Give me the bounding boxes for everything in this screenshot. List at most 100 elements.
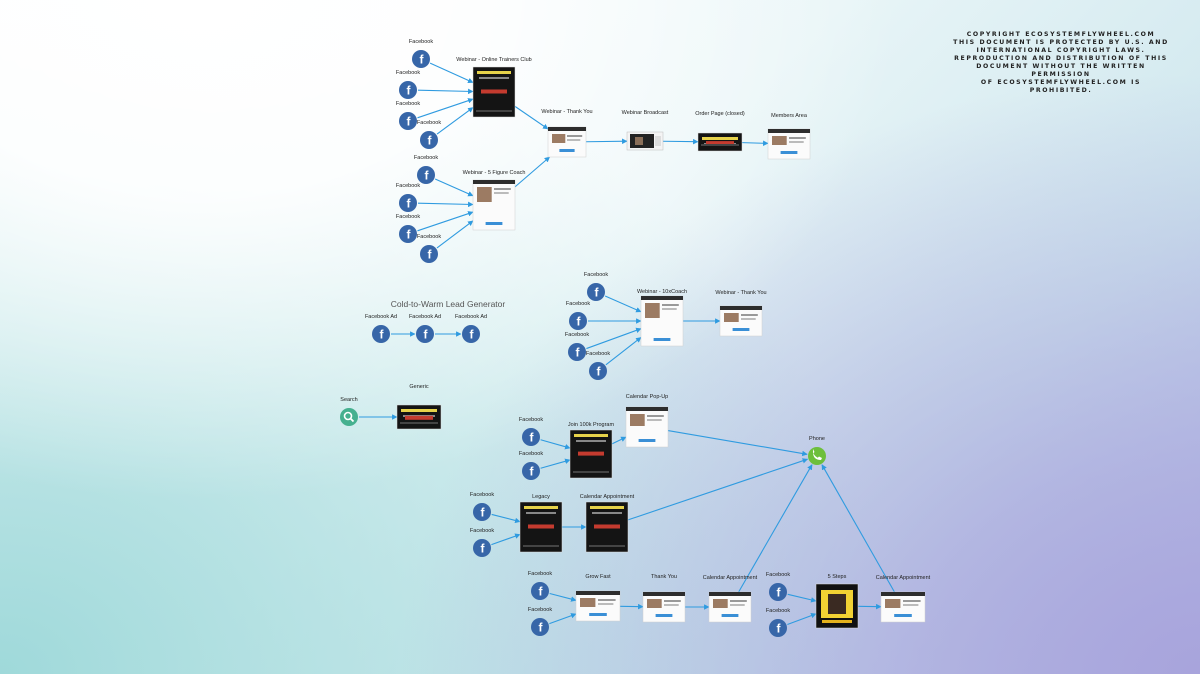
facebook-icon: [399, 225, 417, 243]
flow-arrow: [514, 156, 551, 188]
flow-arrow: [605, 336, 642, 366]
facebook-f-glyph: f: [420, 53, 425, 67]
funnel-page-node[interactable]: Webinar - Thank You: [715, 290, 767, 337]
facebook-f-glyph: f: [530, 465, 535, 479]
facebook-f-glyph: f: [595, 286, 600, 300]
facebook-f-glyph: f: [380, 328, 385, 342]
node-label: Webinar - 5 Figure Coach: [463, 170, 526, 176]
funnel-page-node[interactable]: Legacy: [519, 494, 563, 553]
node-label: 5 Steps: [828, 574, 847, 580]
facebook-icon: [399, 81, 417, 99]
flow-arrow: [540, 439, 571, 450]
facebook-icon: [589, 362, 607, 380]
page-thumbnail: [626, 131, 664, 151]
funnel-page-node[interactable]: Webinar - 10xCoach: [637, 289, 687, 347]
page-thumbnail: [719, 305, 763, 337]
funnel-page-node[interactable]: Webinar - 5 Figure Coach: [463, 170, 526, 231]
facebook-icon: [769, 619, 787, 637]
funnel-page-node[interactable]: Calendar Appointment: [580, 494, 635, 553]
funnel-page-node[interactable]: Webinar Broadcast: [622, 110, 669, 151]
copyright-notice: COPYRIGHT ECOSYSTEMFLYWHEEL.COM THIS DOC…: [950, 31, 1172, 95]
flow-arrow: [429, 62, 474, 84]
facebook-node[interactable]: f Facebook: [409, 39, 433, 68]
funnel-page-node[interactable]: Join 100k Program: [568, 422, 615, 479]
funnel-page-node[interactable]: Order Page (closed): [695, 111, 745, 152]
flow-arrow: [417, 211, 474, 232]
funnel-page-node[interactable]: Calendar Appointment: [876, 575, 931, 623]
facebook-icon: [568, 343, 586, 361]
page-thumbnail: [625, 406, 669, 448]
section-title: Cold-to-Warm Lead Generator: [391, 299, 506, 309]
flow-arrow: [585, 138, 628, 145]
facebook-icon: [587, 283, 605, 301]
page-thumbnail: [815, 583, 859, 629]
flow-arrow: [787, 593, 817, 603]
facebook-f-glyph: f: [424, 328, 429, 342]
funnel-page-node[interactable]: Webinar - Thank You: [541, 109, 593, 158]
flow-arrow: [417, 201, 474, 208]
node-label: Facebook: [396, 70, 420, 76]
copyright-line: THIS DOCUMENT IS PROTECTED BY U.S. AND: [953, 39, 1169, 46]
funnel-page-node[interactable]: Calendar Pop-Up: [625, 394, 669, 448]
node-label: Facebook: [519, 451, 543, 457]
node-label: Facebook: [519, 417, 543, 423]
page-thumbnail: [519, 501, 563, 553]
facebook-icon: [399, 194, 417, 212]
facebook-node[interactable]: f Facebook: [396, 70, 420, 99]
node-label: Calendar Appointment: [703, 575, 758, 581]
page-thumbnail: [472, 179, 516, 231]
facebook-node[interactable]: f Facebook: [584, 272, 608, 301]
funnel-page-node[interactable]: 5 Steps: [815, 574, 859, 629]
funnel-page-node[interactable]: Webinar - Online Trainers Club: [456, 57, 532, 118]
flow-arrow: [540, 458, 571, 469]
node-label: Facebook: [409, 39, 433, 45]
facebook-f-glyph: f: [428, 134, 433, 148]
phone-node[interactable]: Phone: [808, 436, 826, 465]
funnel-page-node[interactable]: Thank You: [642, 574, 686, 623]
node-label: Facebook: [417, 234, 441, 240]
flow-arrow: [436, 220, 474, 249]
search-node[interactable]: Search: [340, 397, 358, 426]
flow-arrow: [787, 612, 817, 626]
funnel-page-node[interactable]: Members Area: [767, 113, 811, 160]
funnel-page-node[interactable]: Generic: [396, 384, 442, 430]
page-thumbnail: [396, 404, 442, 430]
funnel-page-node[interactable]: Grow Fast: [575, 574, 621, 622]
facebook-f-glyph: f: [481, 542, 486, 556]
flow-arrow: [549, 592, 577, 602]
facebook-f-glyph: f: [539, 621, 544, 635]
facebook-icon: [412, 50, 430, 68]
node-label: Facebook: [584, 272, 608, 278]
facebook-icon: [473, 539, 491, 557]
facebook-f-glyph: f: [407, 84, 412, 98]
node-label: Grow Fast: [585, 574, 611, 580]
node-label: Facebook: [528, 571, 552, 577]
node-label: Webinar - Thank You: [541, 109, 592, 115]
flow-arrow: [417, 88, 474, 95]
facebook-node[interactable]: f Facebook: [519, 451, 543, 480]
facebook-f-glyph: f: [470, 328, 475, 342]
node-label: Calendar Appointment: [876, 575, 931, 581]
node-label: Webinar - 10xCoach: [637, 289, 687, 295]
funnel-page-node[interactable]: Calendar Appointment: [703, 575, 758, 623]
facebook-icon: [522, 428, 540, 446]
